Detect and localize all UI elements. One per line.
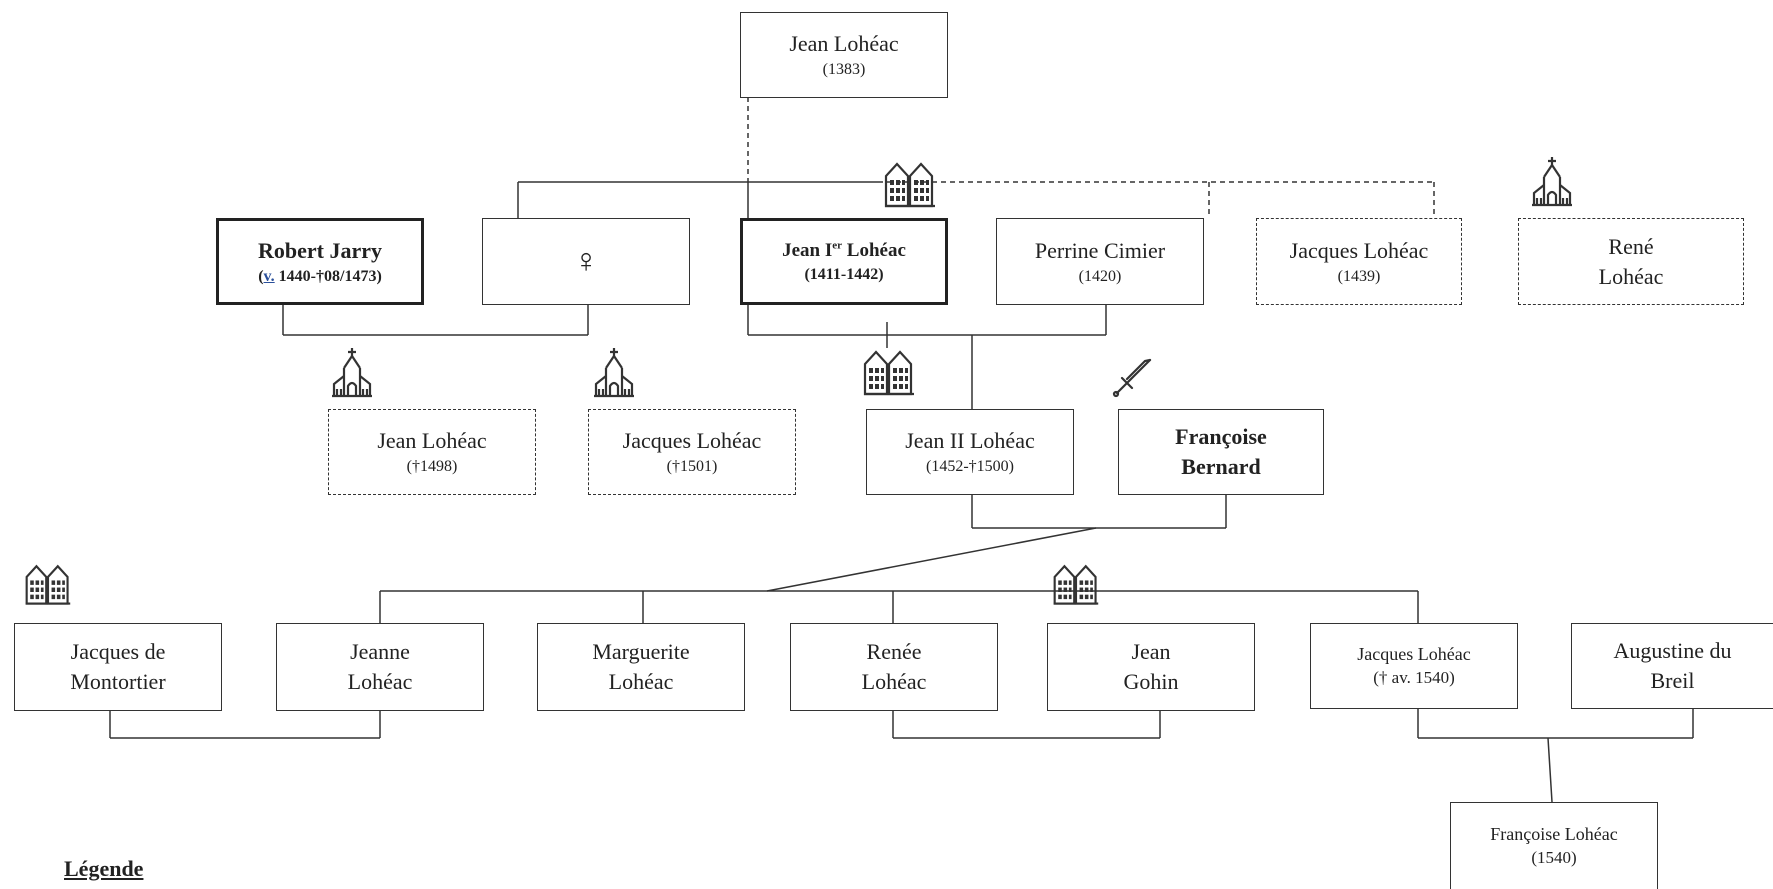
person-jacques-loheac-1439: Jacques Lohéac (1439) — [1256, 218, 1462, 305]
person-name: Jacques Lohéac — [622, 428, 762, 454]
person-name: Jean Ier Lohéac — [782, 238, 906, 264]
sword-icon — [1112, 358, 1152, 398]
dates-rest: 1440-†08/1473) — [274, 267, 382, 285]
person-name: Françoise Lohéac — [1490, 824, 1618, 845]
person-name-line2: Bernard — [1181, 454, 1261, 479]
person-dates: (1452-†1500) — [926, 458, 1014, 476]
person-name-line2: Lohéac — [347, 669, 413, 694]
building-icon — [1053, 564, 1099, 605]
person-renee-loheac: Renée Lohéac — [790, 623, 998, 711]
person-name-line2: Breil — [1650, 668, 1695, 693]
church-icon — [332, 348, 372, 398]
person-dates: (v. 1440-†08/1473) — [258, 266, 382, 288]
person-augustine-du-breil: Augustine du Breil — [1571, 623, 1773, 709]
name-part: Lohéac — [842, 239, 906, 261]
church-icon — [1532, 157, 1572, 207]
church-icon — [594, 348, 634, 398]
person-name: Jacques Lohéac — [1289, 237, 1429, 263]
person-female-unknown: ♀ — [482, 218, 690, 305]
person-name-line1: Renée — [866, 639, 922, 665]
person-name-line1: Jacques de — [70, 639, 166, 665]
name-part: Jean I — [782, 239, 833, 261]
person-name-line2: Gohin — [1123, 669, 1179, 694]
person-jean-loheac-1498: Jean Lohéac (†1498) — [328, 409, 536, 495]
person-jean-gohin: Jean Gohin — [1047, 623, 1255, 711]
legend-title: Légende — [64, 856, 144, 881]
person-jacques-de-montortier: Jacques de Montortier — [14, 623, 222, 711]
person-jeanne-loheac: Jeanne Lohéac — [276, 623, 484, 711]
person-jacques-loheac-1501: Jacques Lohéac (†1501) — [588, 409, 796, 495]
person-robert-jarry: Robert Jarry (v. 1440-†08/1473) — [216, 218, 424, 305]
person-name: Jean Lohéac — [789, 31, 899, 57]
person-dates: († av. 1540) — [1373, 667, 1455, 687]
person-name: Jean II Lohéac — [905, 428, 1035, 454]
person-marguerite-loheac: Marguerite Lohéac — [537, 623, 745, 711]
person-dates: (1383) — [822, 61, 866, 79]
person-jean-loheac-1383: Jean Lohéac (1383) — [740, 12, 948, 98]
person-name-line1: Marguerite — [592, 639, 690, 665]
person-name: Robert Jarry — [257, 237, 382, 263]
person-jean-ii-loheac: Jean II Lohéac (1452-†1500) — [866, 409, 1074, 495]
person-name: Jean Lohéac — [377, 428, 487, 454]
building-icon — [25, 564, 71, 605]
person-name-line2: Lohéac — [1598, 263, 1664, 289]
person-name-line1: Françoise — [1175, 424, 1267, 450]
person-dates: (1411-1442) — [804, 265, 884, 283]
person-dates: (†1501) — [666, 458, 718, 476]
building-icon — [863, 350, 914, 396]
person-name-line1: René — [1608, 233, 1654, 259]
person-jean-i-loheac: Jean Ier Lohéac (1411-1442) — [740, 218, 948, 305]
person-name: Perrine Cimier — [1034, 237, 1166, 263]
building-icon — [884, 162, 935, 208]
person-rene-loheac: René Lohéac — [1518, 218, 1744, 305]
person-name-line1: Jeanne — [350, 639, 410, 665]
person-francoise-loheac: Françoise Lohéac (1540) — [1450, 802, 1658, 889]
person-dates: (†1498) — [406, 458, 458, 476]
person-name-line1: Augustine du — [1613, 638, 1732, 664]
name-superscript: er — [832, 239, 843, 252]
person-dates: (1420) — [1078, 267, 1122, 285]
female-icon: ♀ — [573, 242, 599, 280]
person-dates: (1540) — [1531, 847, 1577, 867]
person-perrine-cimier: Perrine Cimier (1420) — [996, 218, 1204, 305]
person-name-line2: Lohéac — [608, 669, 674, 694]
person-jacques-loheac-1540: Jacques Lohéac († av. 1540) — [1310, 623, 1518, 709]
person-name-line2: Lohéac — [861, 669, 927, 694]
person-name: Jacques Lohéac — [1357, 644, 1471, 665]
person-name-line2: Montortier — [70, 669, 166, 694]
dates-open: ( — [258, 267, 264, 285]
person-francoise-bernard: Françoise Bernard — [1118, 409, 1324, 495]
abbr-link: v. — [263, 267, 275, 285]
person-dates: (1439) — [1337, 267, 1381, 285]
person-name-line1: Jean — [1131, 639, 1171, 665]
